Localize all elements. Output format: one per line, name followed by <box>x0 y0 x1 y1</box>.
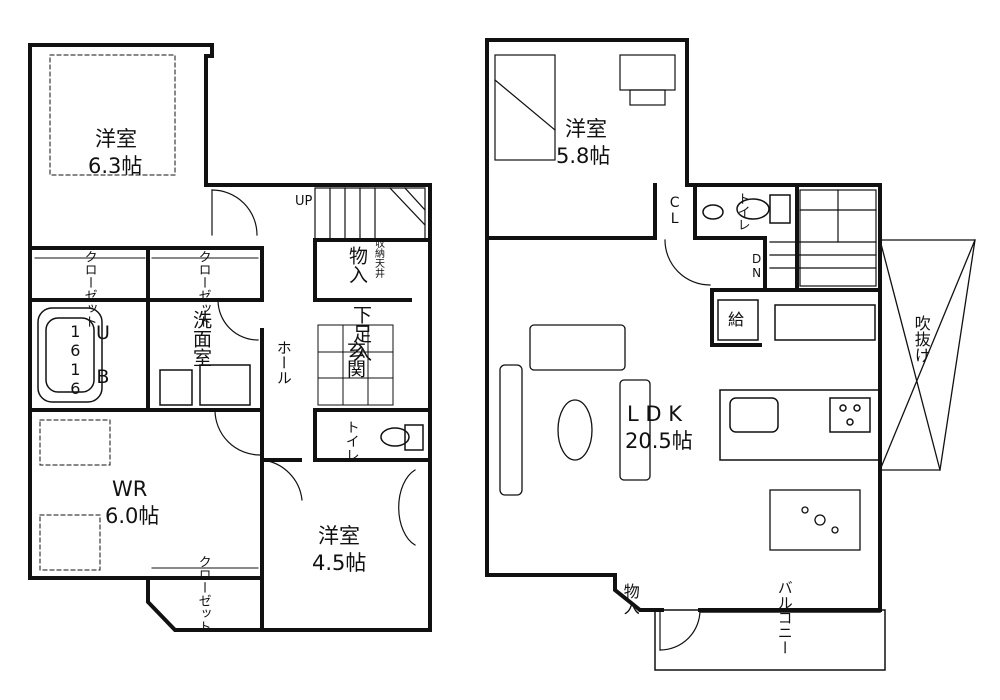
floor1-toilet-fixture <box>380 424 424 451</box>
floor1-toilet-label: トイレ <box>343 420 360 462</box>
entrance-label: 玄関 <box>343 340 366 378</box>
floor2-stairs <box>769 189 877 287</box>
bedroom-6-3-size: 6.3帖 <box>88 154 143 178</box>
cl-label: CL <box>666 195 683 227</box>
ub-label: U B <box>91 322 114 388</box>
living-furniture <box>499 324 861 551</box>
floor2-doors <box>659 239 711 651</box>
wr-size: 6.0帖 <box>105 504 160 528</box>
bedroom-5-8-size: 5.8帖 <box>556 144 611 168</box>
floor1-doors <box>211 189 416 546</box>
floor1-stairs-label: UP <box>295 194 313 209</box>
floor2-toilet-label: トイレ <box>734 192 750 231</box>
closet-label-3: クローゼット <box>195 555 211 633</box>
fukinuke-label: 吹抜け <box>911 315 931 363</box>
bedroom-4-5-name: 洋室 <box>318 524 360 548</box>
ldk-size: 20.5帖 <box>625 429 693 453</box>
ldk-name: L D K <box>627 402 682 426</box>
bedroom-5-8-name: 洋室 <box>565 117 607 141</box>
storage-note-label: 収納天井 <box>372 238 384 278</box>
floor2-toilet-fixture <box>702 194 791 224</box>
kyu-label: 給 <box>728 310 745 329</box>
washbasin <box>159 364 251 406</box>
closet-label-1: クローゼット <box>81 250 97 328</box>
balcony-label: バルコニー <box>775 580 794 655</box>
wr-name: WR <box>112 477 148 501</box>
floor2-bed-furniture <box>494 54 676 161</box>
washroom-label: 洗面室 <box>189 310 212 367</box>
bedroom-6-3-name: 洋室 <box>95 127 137 151</box>
bedroom-furniture <box>39 54 176 571</box>
floor2-storage-label: 物入 <box>620 583 640 615</box>
bedroom-4-5-size: 4.5帖 <box>312 551 367 575</box>
ub-size: 1616 <box>65 322 85 398</box>
balcony-outline <box>654 609 886 671</box>
floor1-stairs <box>314 187 426 241</box>
closet-marks <box>34 257 259 569</box>
kitchen-counter <box>717 299 881 461</box>
hall-label: ホール <box>274 340 293 385</box>
floor2-stairs-label: DN <box>749 252 764 280</box>
closet-label-2: クローゼット <box>195 250 211 328</box>
floor1-storage-label: 物入 <box>345 246 368 284</box>
entrance-tiles <box>317 324 394 406</box>
shoebox-label: 下足入 <box>349 305 372 362</box>
bathtub <box>37 307 103 403</box>
